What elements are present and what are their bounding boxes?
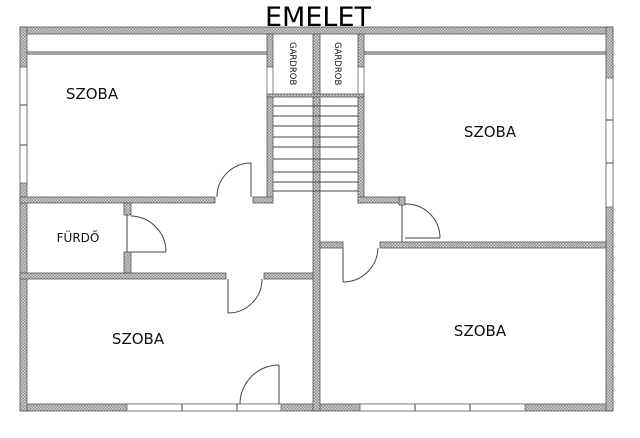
door-bottom-left-room: [227, 278, 263, 314]
room-label-bottom-right: SZOBA: [454, 322, 507, 340]
balcony-lines: [27, 51, 606, 55]
room-label-bathroom: FÜRDŐ: [57, 229, 100, 245]
door-balcony-bottom-left: [239, 364, 280, 405]
room-label-wardrobe-right: GARDROB: [332, 42, 342, 85]
room-label-top-right: SZOBA: [464, 123, 517, 141]
door-top-right-room: [401, 203, 441, 242]
windows: [19, 66, 614, 412]
doors: [126, 162, 441, 405]
room-label-bottom-left: SZOBA: [112, 330, 165, 348]
room-label-wardrobe-left: GARDROB: [287, 42, 297, 85]
door-bathroom: [126, 215, 167, 253]
walls: [19, 26, 614, 412]
staircase: [273, 105, 358, 192]
door-bottom-right-room: [342, 247, 379, 283]
room-labels: SZOBA SZOBA SZOBA SZOBA FÜRDŐ GARDROB GA…: [57, 42, 517, 348]
door-top-left-room: [216, 162, 252, 198]
room-label-top-left: SZOBA: [66, 85, 119, 103]
